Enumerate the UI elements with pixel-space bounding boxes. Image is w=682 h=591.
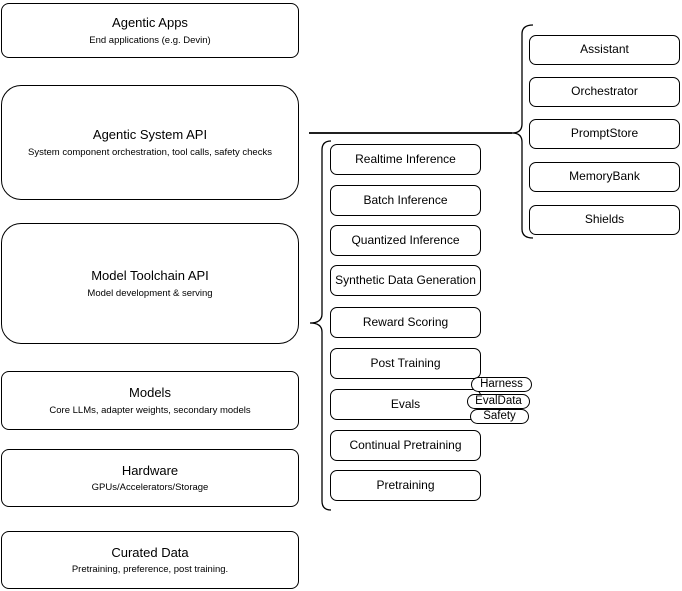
node-title: Hardware xyxy=(121,462,179,478)
node-promptstore: PromptStore xyxy=(529,119,680,149)
node-label: Orchestrator xyxy=(571,84,638,99)
node-realtime-inference: Realtime Inference xyxy=(330,144,481,175)
node-shields: Shields xyxy=(529,205,680,235)
node-batch-inference: Batch Inference xyxy=(330,185,481,216)
node-reward-scoring: Reward Scoring xyxy=(330,307,481,338)
node-hardware: Hardware GPUs/Accelerators/Storage xyxy=(1,449,299,507)
node-title: Models xyxy=(129,385,171,400)
node-orchestrator: Orchestrator xyxy=(529,77,680,107)
node-label: PromptStore xyxy=(570,126,639,141)
node-label: Realtime Inference xyxy=(355,151,456,166)
node-curated-data: Curated Data Pretraining, preference, po… xyxy=(1,531,299,589)
node-label: Reward Scoring xyxy=(362,314,449,329)
node-label: Pretraining xyxy=(376,477,435,492)
node-memorybank: MemoryBank xyxy=(529,162,680,192)
node-title: Agentic System API xyxy=(92,127,208,142)
node-label: Quantized Inference xyxy=(351,232,460,247)
node-subtitle: Core LLMs, adapter weights, secondary mo… xyxy=(49,404,251,416)
brace-middle-column xyxy=(309,140,332,511)
node-label: Batch Inference xyxy=(363,192,448,207)
node-quantized-inference: Quantized Inference xyxy=(330,225,481,256)
node-agentic-system-api: Agentic System API System component orch… xyxy=(1,85,299,200)
node-post-training: Post Training xyxy=(330,348,481,379)
node-agentic-apps: Agentic Apps End applications (e.g. Devi… xyxy=(1,3,299,58)
node-pretraining: Pretraining xyxy=(330,470,481,501)
node-continual-pretraining: Continual Pretraining xyxy=(330,430,481,461)
node-models: Models Core LLMs, adapter weights, secon… xyxy=(1,371,299,430)
node-label: Evals xyxy=(390,396,421,411)
tag-label: Safety xyxy=(483,409,516,422)
node-assistant: Assistant xyxy=(529,35,680,65)
tag-safety: Safety xyxy=(470,409,529,424)
node-synthetic-data-generation: Synthetic Data Generation xyxy=(330,265,481,296)
node-evals: Evals xyxy=(330,389,481,420)
node-subtitle: End applications (e.g. Devin) xyxy=(89,34,211,46)
node-label: Synthetic Data Generation xyxy=(335,272,476,287)
node-label: Assistant xyxy=(580,42,629,57)
node-title: Curated Data xyxy=(111,544,189,560)
node-subtitle: Pretraining, preference, post training. xyxy=(71,564,229,576)
node-subtitle: Model development & serving xyxy=(87,287,213,299)
node-subtitle: GPUs/Accelerators/Storage xyxy=(91,482,209,494)
tag-label: Harness xyxy=(480,377,523,390)
node-label: MemoryBank xyxy=(569,169,640,184)
node-label: Continual Pretraining xyxy=(349,437,462,452)
node-title: Model Toolchain API xyxy=(91,268,209,283)
node-model-toolchain-api: Model Toolchain API Model development & … xyxy=(1,223,299,344)
node-subtitle: System component orchestration, tool cal… xyxy=(28,146,272,158)
tag-evaldata: EvalData xyxy=(467,394,530,409)
tag-label: EvalData xyxy=(475,394,522,407)
node-title: Agentic Apps xyxy=(112,15,188,30)
tag-harness: Harness xyxy=(471,377,532,392)
node-label: Post Training xyxy=(370,355,441,370)
node-label: Shields xyxy=(584,212,625,227)
